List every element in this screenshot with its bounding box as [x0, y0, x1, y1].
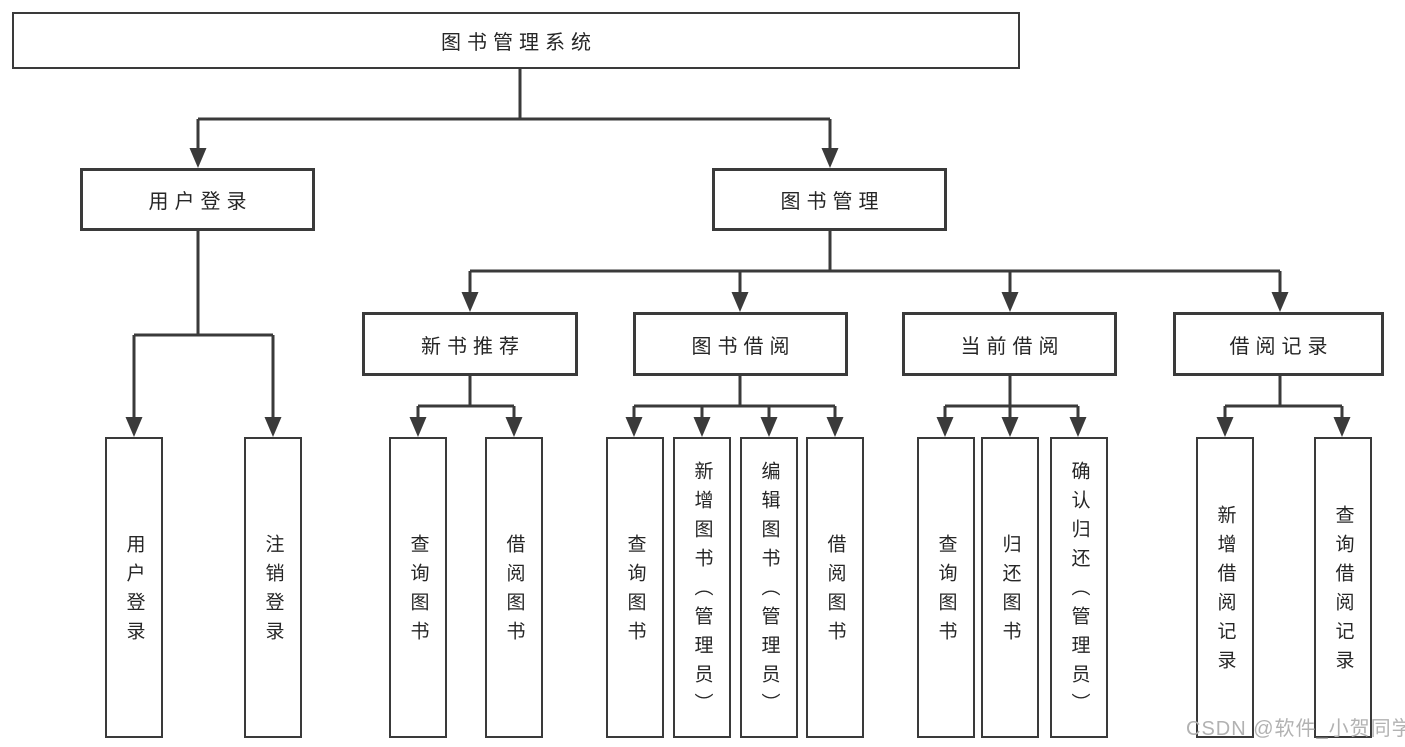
arrow-down-icon — [731, 292, 749, 312]
node-label: 借阅记录 — [1229, 335, 1334, 358]
arrow-down-icon — [264, 417, 282, 437]
node-label: 图书借阅 — [691, 335, 796, 358]
leaf-label: 查询图书 — [407, 533, 429, 650]
csdn-watermark: CSDN @软件_小贺同学 — [1186, 718, 1405, 740]
arrow-down-icon — [821, 148, 839, 168]
arrow-down-icon — [826, 417, 844, 437]
arrow-down-icon — [505, 417, 523, 437]
arrow-down-icon — [189, 148, 207, 168]
leaf-label: 借阅图书 — [824, 533, 846, 650]
node-current-borrow: 当前借阅 — [902, 312, 1117, 376]
arrow-down-icon — [936, 417, 954, 437]
leaf-logout: 注销登录 — [244, 437, 302, 738]
node-label: 图书管理系统 — [441, 32, 597, 54]
arrow-down-icon — [760, 417, 778, 437]
arrow-down-icon — [625, 417, 643, 437]
node-user-login: 用户登录 — [80, 168, 315, 231]
connector-root-to-level1 — [196, 68, 832, 150]
leaf-query-book-3: 查询图书 — [917, 437, 975, 738]
leaf-label: 查询图书 — [935, 533, 957, 650]
arrow-down-icon — [461, 292, 479, 312]
leaf-label: 归还图书 — [999, 533, 1021, 650]
leaf-edit-book-admin: 编辑图书（管理员） — [740, 437, 798, 738]
node-borrow-records: 借阅记录 — [1173, 312, 1384, 376]
leaf-return-book: 归还图书 — [981, 437, 1039, 738]
node-new-book-recommend: 新书推荐 — [362, 312, 578, 376]
arrow-down-icon — [1216, 417, 1234, 437]
arrow-down-icon — [125, 417, 143, 437]
leaf-add-borrow-record: 新增借阅记录 — [1196, 437, 1254, 738]
connector-book-management-to-level2 — [468, 231, 1282, 294]
leaf-label: 借阅图书 — [503, 533, 525, 650]
leaf-label: 注销登录 — [262, 533, 284, 650]
arrow-down-icon — [1069, 417, 1087, 437]
leaf-label: 确认归还（管理员） — [1068, 461, 1090, 722]
connector-borrow-records-to-leaves — [1223, 376, 1344, 419]
node-book-borrow: 图书借阅 — [633, 312, 848, 376]
leaf-label: 新增图书（管理员） — [691, 461, 713, 722]
arrow-down-icon — [1271, 292, 1289, 312]
arrow-down-icon — [409, 417, 427, 437]
arrowhead-icons — [125, 148, 1351, 437]
node-label: 当前借阅 — [960, 335, 1065, 358]
leaf-user-login: 用户登录 — [105, 437, 163, 738]
connector-current-borrow-to-leaves — [943, 376, 1080, 419]
arrow-down-icon — [1001, 292, 1019, 312]
leaf-label: 查询借阅记录 — [1332, 504, 1354, 679]
arrow-down-icon — [1001, 417, 1019, 437]
node-label: 新书推荐 — [421, 335, 525, 358]
leaf-label: 编辑图书（管理员） — [758, 461, 780, 722]
node-book-management: 图书管理 — [712, 168, 947, 231]
leaf-borrow-book-2: 借阅图书 — [806, 437, 864, 738]
connector-user-login-to-leaves — [132, 231, 275, 419]
connector-book-borrow-to-leaves — [632, 376, 837, 419]
connector-new-book-recommend-to-leaves — [416, 376, 516, 419]
leaf-query-borrow-record: 查询借阅记录 — [1314, 437, 1372, 738]
leaf-add-book-admin: 新增图书（管理员） — [673, 437, 731, 738]
node-label: 图书管理 — [780, 191, 885, 213]
arrow-down-icon — [693, 417, 711, 437]
leaf-label: 新增借阅记录 — [1214, 504, 1236, 679]
leaf-label: 用户登录 — [123, 533, 145, 650]
node-label: 用户登录 — [148, 191, 253, 213]
leaf-query-book-1: 查询图书 — [389, 437, 447, 738]
leaf-query-book-2: 查询图书 — [606, 437, 664, 738]
leaf-label: 查询图书 — [624, 533, 646, 650]
leaf-borrow-book-1: 借阅图书 — [485, 437, 543, 738]
leaf-confirm-return-admin: 确认归还（管理员） — [1050, 437, 1108, 738]
arrow-down-icon — [1333, 417, 1351, 437]
node-library-system: 图书管理系统 — [12, 12, 1020, 69]
